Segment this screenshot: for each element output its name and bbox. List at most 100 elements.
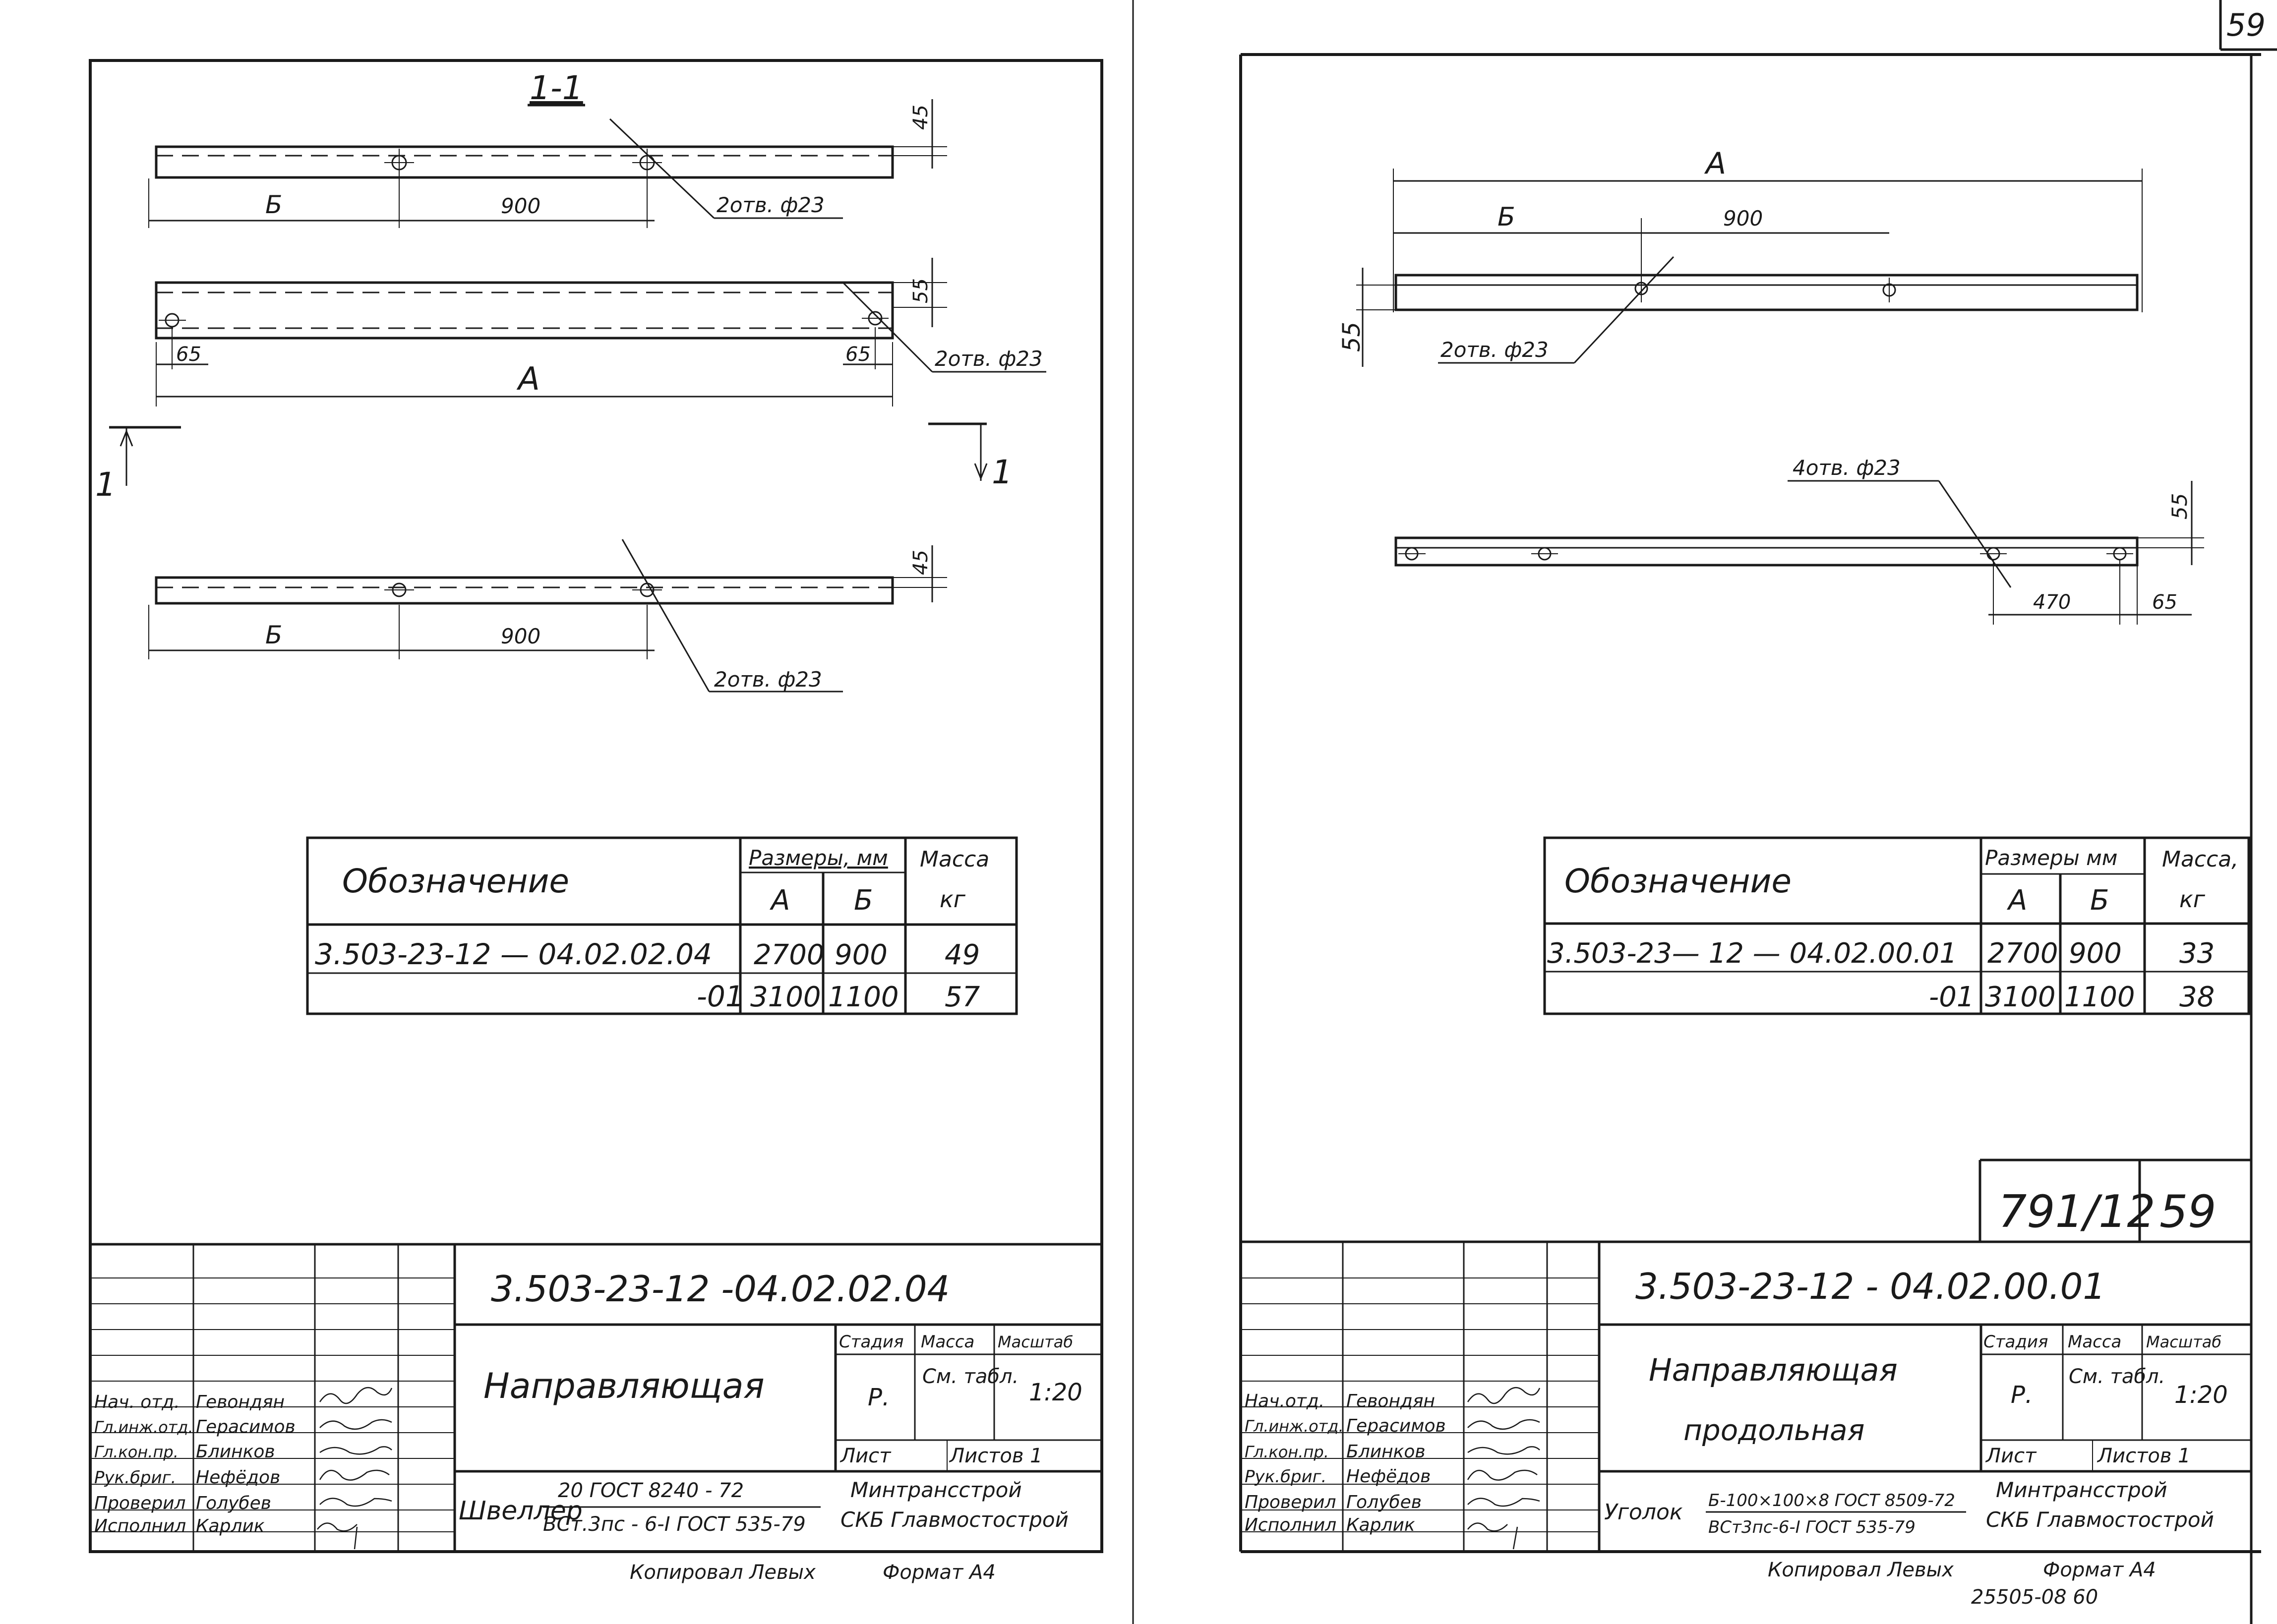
- right-title-block: Нач.отд. Гевондян Гл.инж.отд. Герасимов …: [1241, 1240, 2251, 1552]
- right-sheet: А Б 900 2отв. ф23 55: [1239, 53, 2261, 1624]
- col-kg: кг: [940, 886, 966, 913]
- col-mass: Масса,: [2162, 847, 2238, 872]
- role-label: Гл.инж.отд.: [94, 1418, 193, 1437]
- footer-number: 25505-08 60: [1971, 1586, 2098, 1609]
- right-view-bottom: 4отв. ф23 55 470 65: [1394, 456, 2204, 625]
- role-label: Гл.кон.пр.: [1245, 1443, 1329, 1461]
- col-mass: Масса: [920, 847, 989, 872]
- material-profile: 20 ГОСТ 8240 - 72: [558, 1479, 744, 1502]
- dim-65: 65: [2152, 591, 2177, 614]
- mass-value: См. табл.: [922, 1365, 1019, 1388]
- row-mass: 49: [945, 939, 980, 971]
- stage-label: Стадия: [1983, 1332, 2048, 1352]
- row-b: 900: [2069, 937, 2122, 970]
- scale-label: Масштаб: [2146, 1333, 2221, 1351]
- org-name: Минтрансстрой: [1996, 1478, 2167, 1502]
- dim-65-right: 65: [845, 343, 871, 366]
- role-label: Рук.бриг.: [94, 1468, 176, 1488]
- person-name: Голубев: [1346, 1492, 1422, 1512]
- person-name: Герасимов: [1346, 1416, 1446, 1436]
- holes-note: 2отв. ф23: [717, 193, 825, 217]
- section-cut-left: 1: [95, 426, 181, 504]
- dim-b: Б: [265, 621, 282, 649]
- cut-mark-left: 1: [95, 465, 116, 504]
- sheet-label: Лист: [839, 1445, 892, 1467]
- footer-copied: Копировал Левых: [1768, 1559, 1954, 1581]
- footer-format: Формат А4: [883, 1561, 996, 1584]
- material-name: Швеллер: [459, 1496, 583, 1526]
- stage-label: Стадия: [839, 1332, 903, 1352]
- person-name: Карлик: [1346, 1515, 1415, 1535]
- dim-a: А: [516, 361, 540, 398]
- role-label: Исполнил: [94, 1516, 186, 1536]
- left-title-block: Нач. отд. Гевондян Гл.инж.отд. Герасимов…: [90, 1243, 1102, 1552]
- drawing-code: 3.503-23-12 - 04.02.00.01: [1635, 1266, 2105, 1307]
- left-view-bottom: 2отв. ф23 Б 900 45: [148, 539, 947, 693]
- drawing-code: 3.503-23-12 -04.02.02.04: [491, 1268, 950, 1310]
- sheets-label: Листов 1: [949, 1445, 1043, 1467]
- person-name: Нефёдов: [1346, 1466, 1431, 1487]
- holes-note: 2отв. ф23: [1440, 338, 1549, 362]
- dim-900: 900: [501, 624, 540, 648]
- row-mass: 57: [945, 981, 980, 1013]
- album-sheet: 59: [2159, 1186, 2217, 1238]
- scale-label: Масштаб: [998, 1333, 1073, 1351]
- person-name: Блинков: [1346, 1442, 1426, 1462]
- angle-outline: [1394, 536, 2139, 567]
- mass-value: См. табл.: [2069, 1365, 2165, 1388]
- material-grade: ВСт3пс-6-I ГОСТ 535-79: [1708, 1517, 1916, 1537]
- right-view-top: А Б 900 2отв. ф23 55: [1338, 146, 2143, 367]
- dim-55: 55: [2167, 493, 2192, 520]
- material-profile: Б-100×100×8 ГОСТ 8509-72: [1708, 1491, 1955, 1510]
- row-designation: 3.503-23— 12 — 04.02.00.01: [1547, 937, 1957, 970]
- org-division: СКБ Главмостострой: [1986, 1508, 2214, 1532]
- dim-b: Б: [1498, 202, 1515, 232]
- channel-outline: [155, 576, 894, 605]
- album-box: 791/12 59: [1978, 1159, 2251, 1242]
- role-label: Нач. отд.: [94, 1392, 180, 1412]
- holes-note: 2отв. ф23: [714, 667, 822, 692]
- org-division: СКБ Главмостострой: [840, 1508, 1069, 1532]
- holes-note: 4отв. ф23: [1793, 456, 1901, 480]
- mass-label: Масса: [921, 1332, 974, 1352]
- person-name: Нефёдов: [196, 1467, 280, 1488]
- signature-scribbles: [1467, 1387, 1541, 1550]
- col-a: А: [2007, 884, 2027, 917]
- person-name: Блинков: [196, 1442, 275, 1462]
- left-frame: [89, 59, 1103, 1553]
- sheet-number-box: 59: [2219, 0, 2277, 51]
- drawing-subtitle: продольная: [1683, 1413, 1864, 1447]
- left-sheet: 1-1 2отв. ф23 Б 900: [89, 59, 1103, 1584]
- person-name: Гевондян: [196, 1392, 285, 1412]
- person-name: Гевондян: [1346, 1391, 1435, 1411]
- scale-value: 1:20: [1029, 1379, 1082, 1406]
- left-spec-table: Обозначение Размеры, мм Масса А Б кг 3.5…: [306, 836, 1018, 1015]
- col-a: А: [770, 884, 790, 917]
- stage-value: Р.: [2011, 1381, 2033, 1409]
- row-designation: -01: [697, 980, 744, 1013]
- role-label: Проверил: [94, 1493, 186, 1513]
- stage-value: Р.: [868, 1384, 890, 1411]
- mass-label: Масса: [2068, 1332, 2121, 1352]
- album-number: 791/12: [1998, 1186, 2156, 1238]
- row-mass: 38: [2179, 981, 2215, 1013]
- sheets-label: Листов 1: [2097, 1445, 2191, 1467]
- row-a: 3100: [750, 981, 821, 1013]
- sheet-number: 59: [2226, 7, 2266, 43]
- section-label: 1-1: [530, 69, 583, 107]
- col-b: Б: [854, 884, 873, 917]
- row-designation: 3.503-23-12 — 04.02.02.04: [315, 937, 712, 971]
- cut-mark-right: 1: [992, 453, 1013, 491]
- dim-a: А: [1704, 146, 1726, 181]
- person-name: Герасимов: [196, 1417, 296, 1437]
- row-a: 2700: [754, 939, 825, 971]
- left-view-middle: 2отв. ф23 65 65 А 55: [155, 258, 1046, 406]
- drawing-title: Направляющая: [483, 1366, 765, 1406]
- role-label: Проверил: [1245, 1492, 1336, 1512]
- dim-900: 900: [501, 194, 540, 218]
- right-spec-table: Обозначение Размеры мм Масса, А Б кг 3.5…: [1543, 836, 2250, 1015]
- material-name: Уголок: [1604, 1500, 1683, 1525]
- col-designation: Обозначение: [1564, 862, 1792, 900]
- dim-900: 900: [1723, 206, 1763, 231]
